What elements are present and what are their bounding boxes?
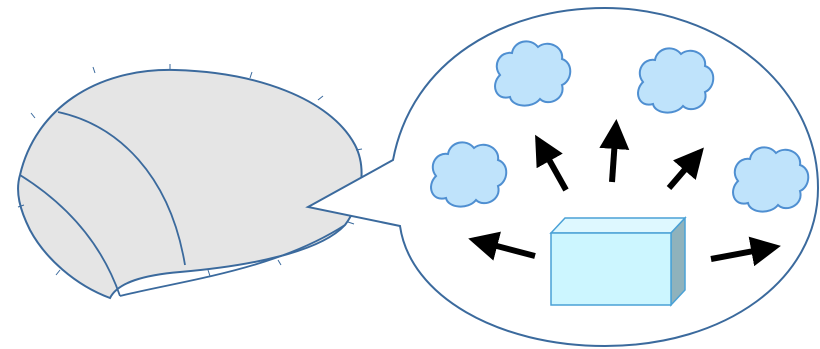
cloud-icon bbox=[637, 47, 715, 114]
arrow-icon bbox=[666, 147, 704, 190]
arrow-icon bbox=[468, 231, 536, 261]
arrow-icon bbox=[599, 119, 630, 183]
arrow-icon bbox=[710, 236, 781, 267]
pillow-icon bbox=[17, 64, 363, 300]
cloud-icon bbox=[732, 146, 810, 213]
box-icon bbox=[549, 216, 687, 307]
arrow-icon bbox=[535, 134, 569, 192]
cloud-icon bbox=[494, 40, 572, 107]
cloud-icon bbox=[430, 141, 508, 208]
